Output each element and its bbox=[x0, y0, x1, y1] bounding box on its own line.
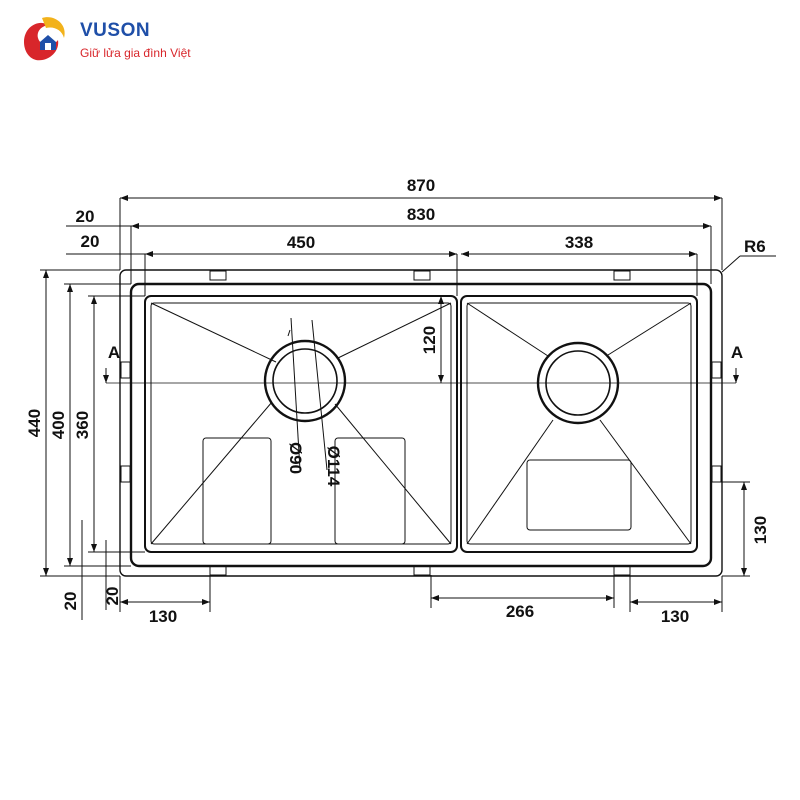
left-bowl bbox=[144, 295, 458, 553]
label-section-a-right: A bbox=[731, 343, 743, 362]
flange-outline bbox=[119, 269, 723, 577]
label-830: 830 bbox=[407, 205, 435, 224]
label-20-bottom-second: 20 bbox=[103, 587, 122, 606]
label-450: 450 bbox=[287, 233, 315, 252]
label-dia-114: Ø114 bbox=[324, 446, 343, 487]
right-bowl bbox=[460, 295, 698, 553]
label-266: 266 bbox=[506, 602, 534, 621]
label-130-right: 130 bbox=[661, 607, 689, 626]
label-400: 400 bbox=[49, 411, 68, 439]
label-20-top: 20 bbox=[76, 207, 95, 226]
label-130-vertical: 130 bbox=[751, 516, 770, 544]
brand-name: VUSON bbox=[80, 20, 151, 41]
mounting-clips bbox=[120, 270, 722, 576]
dimension-arrows bbox=[43, 195, 747, 605]
label-360: 360 bbox=[73, 411, 92, 439]
label-20-bottom-left: 20 bbox=[61, 592, 80, 611]
vuson-logo bbox=[24, 17, 65, 61]
left-drain-outer bbox=[263, 339, 347, 423]
left-drain-inner bbox=[272, 348, 338, 414]
label-dia-90: Ø90 bbox=[286, 442, 305, 474]
label-section-a-left: A bbox=[108, 343, 120, 362]
label-130-left: 130 bbox=[149, 607, 177, 626]
label-120: 120 bbox=[420, 326, 439, 354]
label-r6: R6 bbox=[744, 237, 766, 256]
brand-tagline: Giữ lửa gia đình Việt bbox=[80, 46, 191, 60]
flame-house-logo-icon bbox=[24, 17, 65, 61]
label-20-second: 20 bbox=[81, 232, 100, 251]
label-870: 870 bbox=[407, 176, 435, 195]
label-440: 440 bbox=[25, 409, 44, 437]
label-338: 338 bbox=[565, 233, 593, 252]
